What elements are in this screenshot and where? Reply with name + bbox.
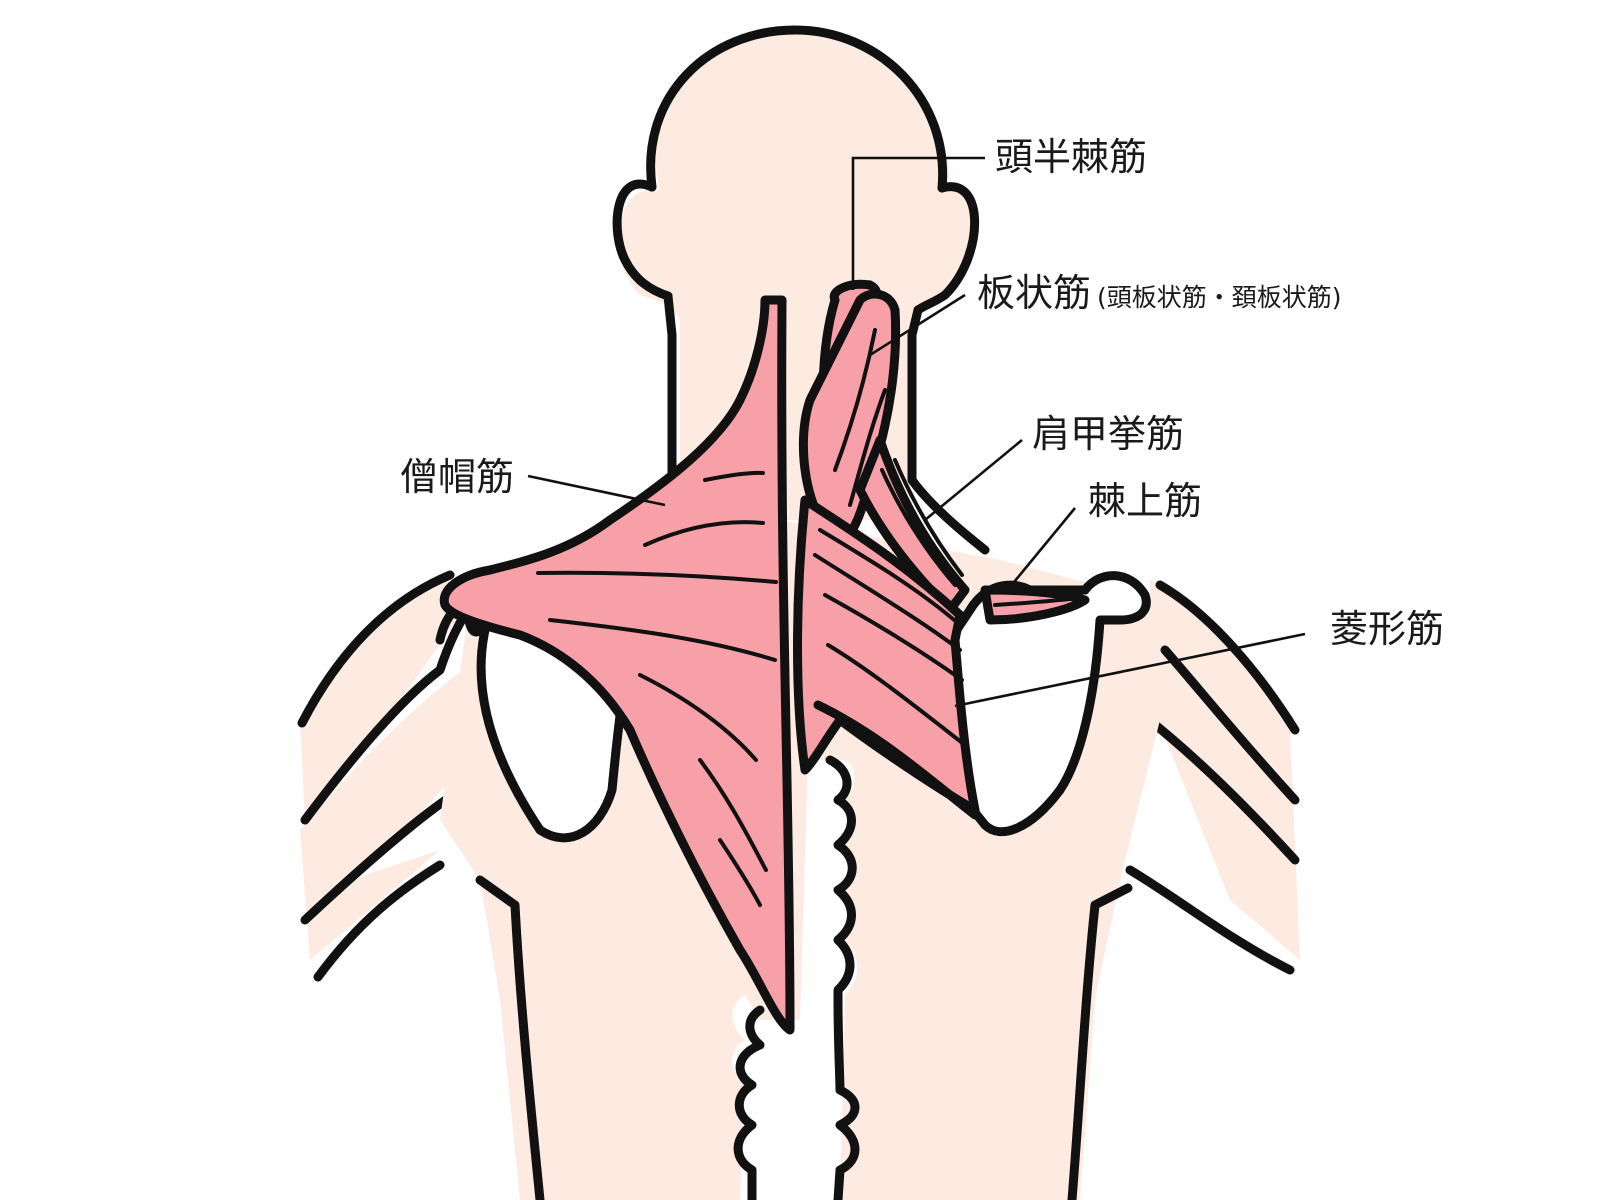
supraspinatus-muscle (980, 585, 1090, 625)
leader-lines (527, 156, 1306, 708)
label-rhomboid: 菱形筋 (1330, 607, 1445, 651)
leader-rhomboid (954, 632, 1306, 708)
label-levator-scapulae: 肩甲挙筋 (1032, 412, 1185, 456)
label-splenius: 板状筋(頭板状筋・頚板状筋) (977, 274, 1342, 312)
label-semispinalis-capitis: 頭半棘筋 (995, 135, 1148, 179)
rhomboid-muscle (793, 495, 980, 820)
trapezius-muscle (439, 295, 795, 1035)
label-supraspinatus: 棘上筋 (1088, 479, 1203, 523)
leader-semispinalis (851, 156, 985, 290)
leader-levator (924, 438, 1023, 522)
label-trapezius: 僧帽筋 (400, 455, 515, 499)
spine (732, 755, 860, 1200)
leader-supraspinatus (1003, 507, 1077, 594)
levator-scapulae-muscle (855, 435, 970, 615)
leader-trapezius (527, 474, 666, 507)
leader-splenius (869, 293, 966, 357)
label-splenius-sub: (頭板状筋・頚板状筋) (1097, 283, 1342, 312)
label-splenius-main: 板状筋 (977, 271, 1092, 315)
